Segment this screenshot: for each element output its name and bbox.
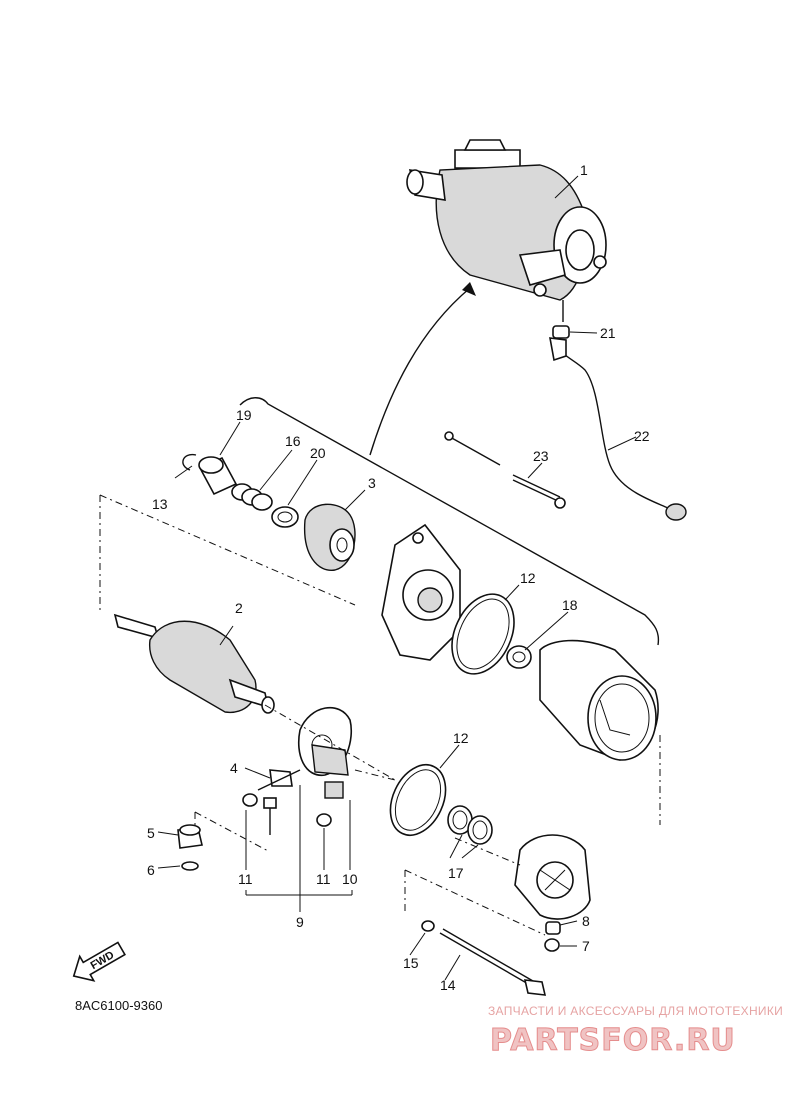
callout-9: 9 — [296, 914, 304, 930]
callout-3: 3 — [368, 475, 376, 491]
callout-5: 5 — [147, 825, 155, 841]
brush-holder — [298, 706, 352, 776]
callout-13: 13 — [152, 496, 168, 512]
starter-motor-assembly — [406, 139, 607, 301]
watermark-brand: PARTSFOR.RU — [490, 1023, 736, 1058]
washer-20 — [271, 506, 299, 528]
callout-1: 1 — [580, 162, 588, 178]
callout-12-upper: 12 — [520, 570, 536, 586]
through-bolt — [439, 928, 547, 996]
nut-5 — [177, 824, 203, 849]
shim-17b — [467, 815, 493, 845]
clutch-pinion — [303, 503, 356, 571]
rear-cover — [514, 834, 591, 920]
yoke — [539, 639, 659, 761]
lead-set — [444, 431, 566, 509]
callout-7: 7 — [582, 938, 590, 954]
callout-15: 15 — [403, 955, 419, 971]
callout-11-right: 11 — [316, 871, 331, 887]
front-cover — [381, 523, 461, 661]
callout-12-lower: 12 — [453, 730, 469, 746]
callout-6: 6 — [147, 862, 155, 878]
callout-18: 18 — [562, 597, 578, 613]
o-ring-upper — [451, 593, 515, 675]
callout-8: 8 — [582, 913, 590, 929]
fwd-label: FWD — [89, 949, 117, 972]
callout-16: 16 — [285, 433, 301, 449]
assembly-bracket — [239, 397, 660, 646]
callout-4: 4 — [230, 760, 238, 776]
stopper-collar — [198, 456, 238, 496]
watermark-tagline: ЗАПЧАСТИ И АКСЕССУАРЫ ДЛЯ МОТОТЕХНИКИ — [488, 1004, 783, 1018]
callout-22: 22 — [634, 428, 650, 444]
brush-lead — [257, 769, 301, 791]
armature — [113, 613, 275, 714]
washer-6 — [181, 861, 199, 871]
callout-11-left: 11 — [238, 871, 253, 887]
screw-11-left — [242, 793, 277, 835]
diagram-code: 8AC6100-9360 — [75, 998, 162, 1013]
screw-11-right — [316, 813, 332, 827]
brush-10 — [324, 781, 344, 799]
assembly-arrow — [369, 287, 471, 456]
callout-labels: 1 2 3 4 5 6 7 8 9 10 11 11 12 12 13 14 1… — [147, 162, 650, 993]
leader-lines — [157, 175, 637, 981]
terminal-nut — [552, 300, 570, 339]
o-ring-15 — [421, 920, 435, 932]
callout-23: 23 — [533, 448, 549, 464]
callout-21: 21 — [600, 325, 616, 341]
washer-7 — [544, 938, 560, 952]
nut-8 — [545, 921, 561, 935]
watermark: ЗАПЧАСТИ И АКСЕССУАРЫ ДЛЯ МОТОТЕХНИКИ PA… — [488, 1004, 783, 1059]
callout-17: 17 — [448, 865, 464, 881]
callout-10: 10 — [342, 871, 358, 887]
lead-wire — [555, 343, 669, 509]
washer-18 — [506, 645, 532, 669]
callout-2: 2 — [235, 600, 243, 616]
callout-19: 19 — [236, 407, 252, 423]
pinion-spring — [231, 483, 273, 511]
forward-direction-arrow: FWD — [72, 941, 126, 982]
o-ring-lower — [389, 764, 447, 836]
callout-14: 14 — [440, 977, 456, 993]
callout-20: 20 — [310, 445, 326, 461]
